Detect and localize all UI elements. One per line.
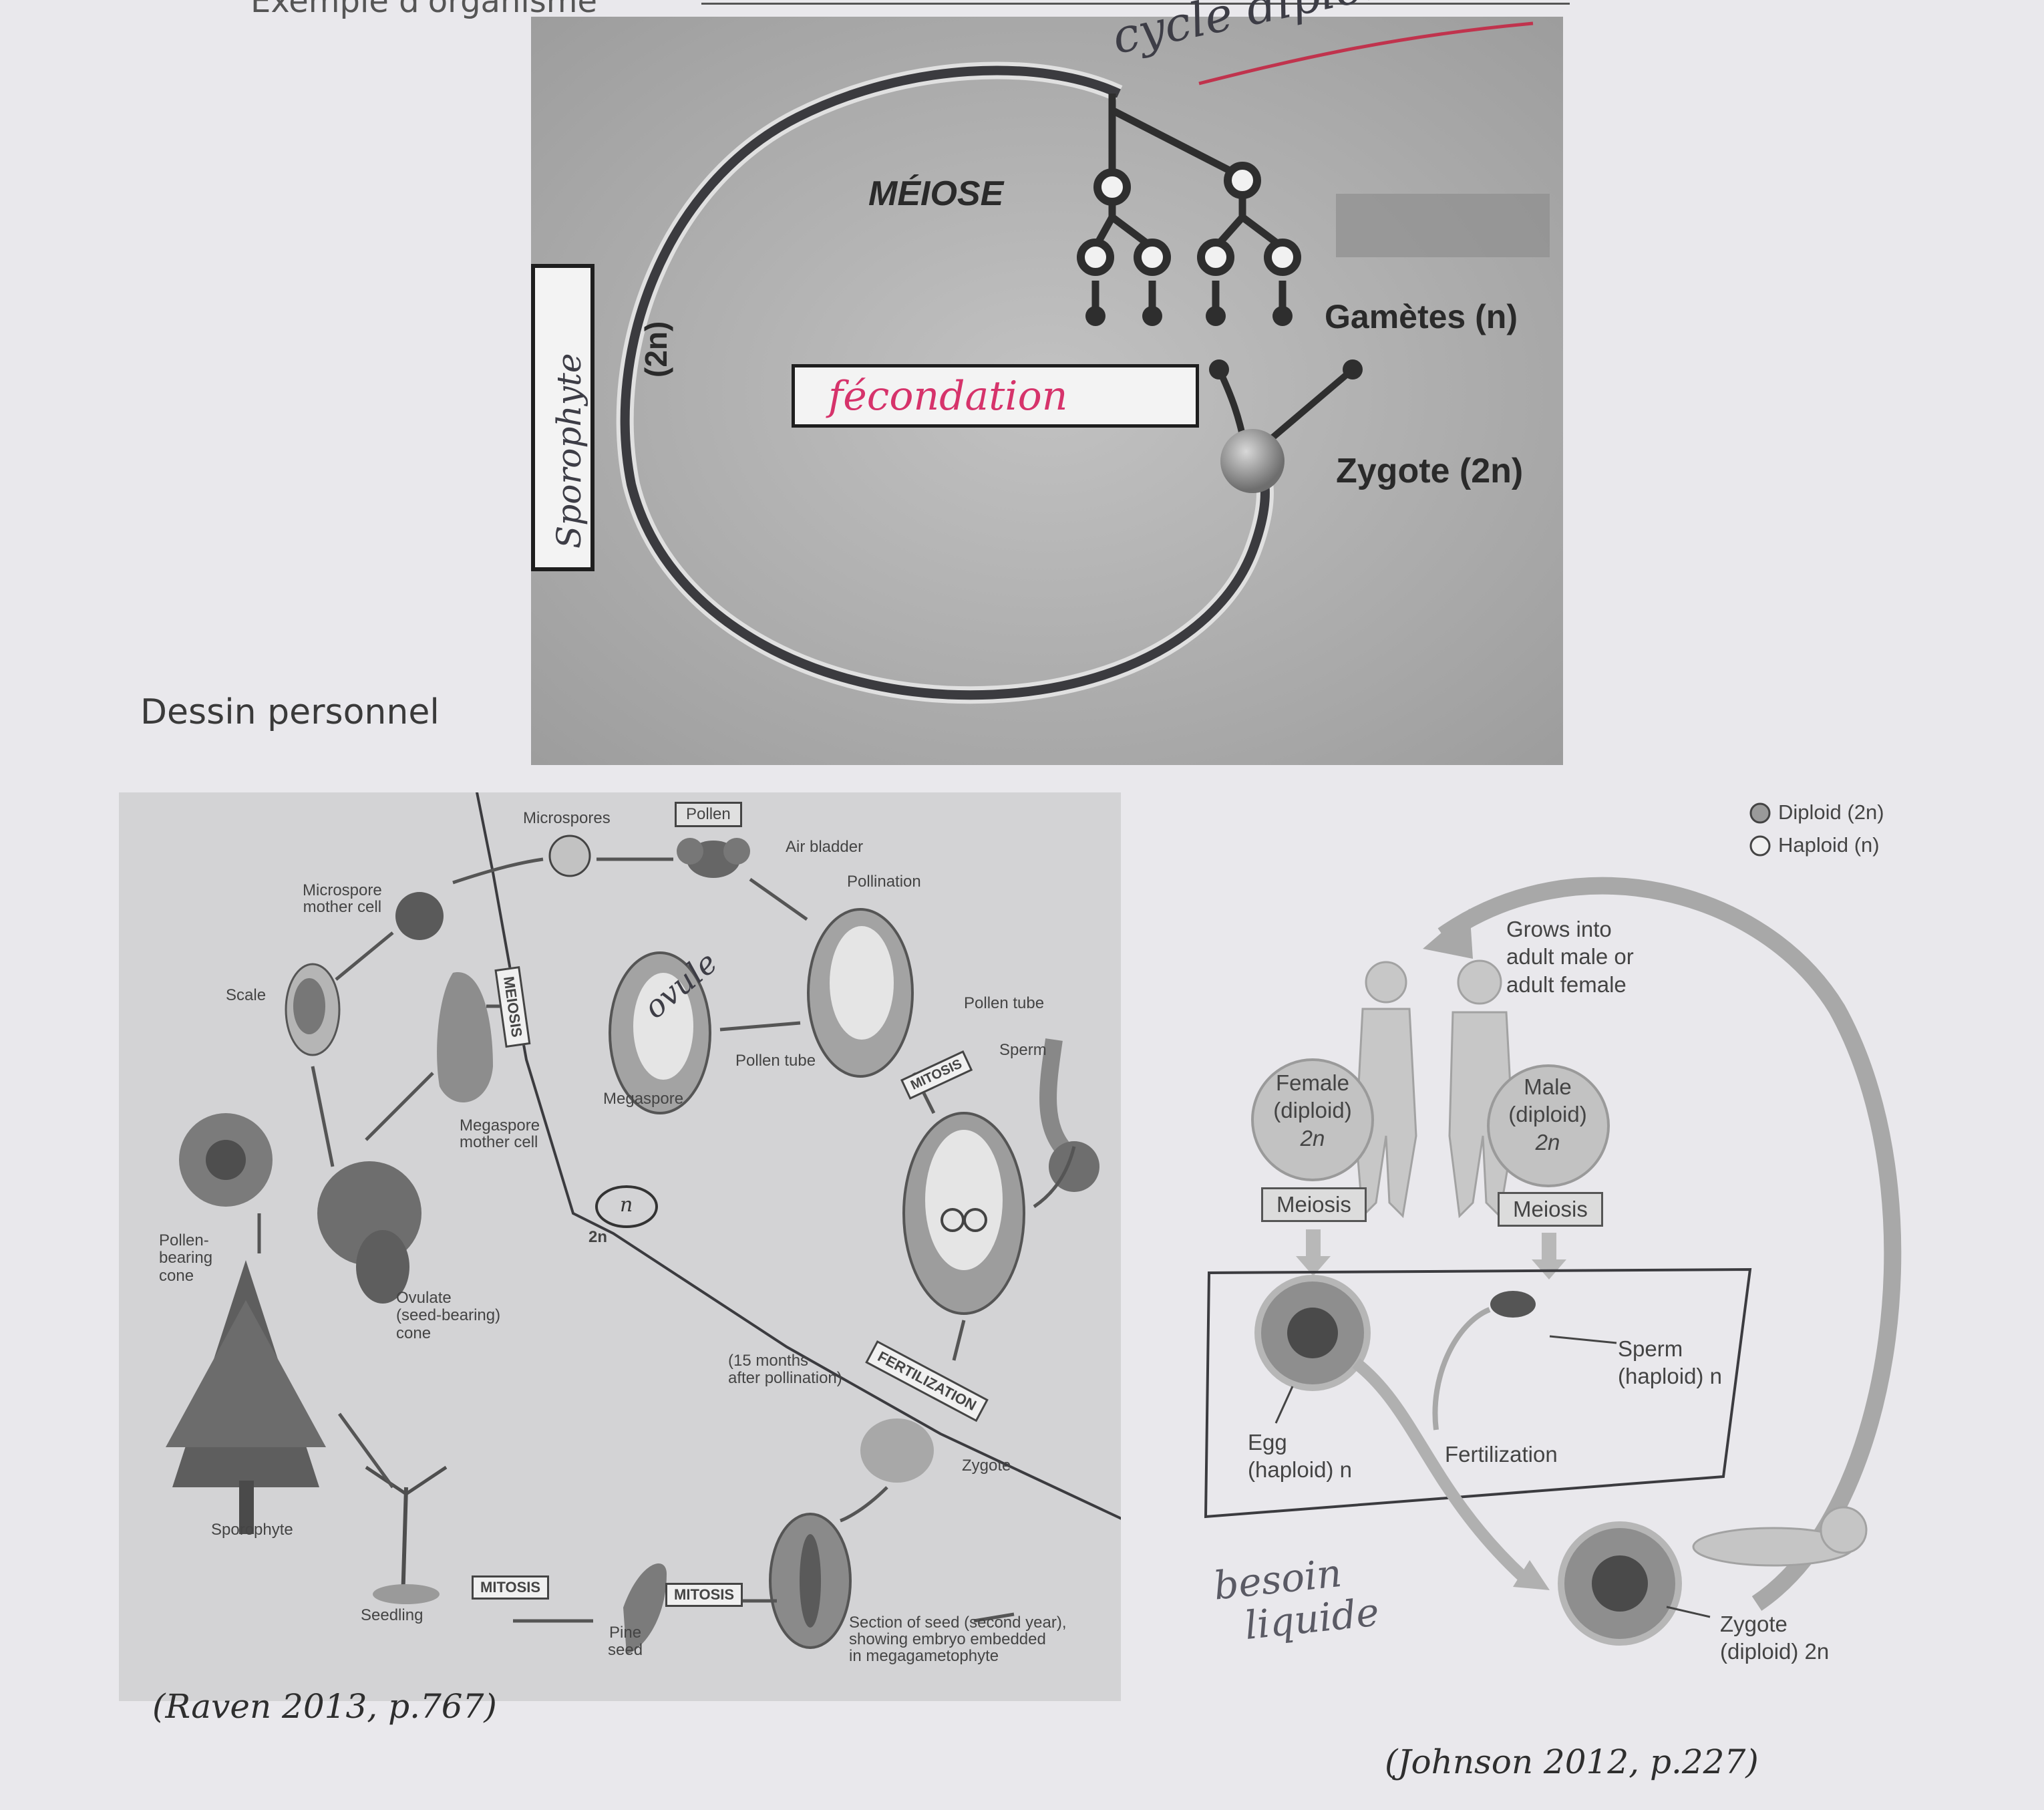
- label-2n: 2n: [588, 1228, 608, 1246]
- fecondation-handwritten: fécondation: [828, 373, 1068, 420]
- label-pine-seed: Pine seed: [608, 1624, 643, 1660]
- label-megaspore: Megaspore: [603, 1090, 684, 1108]
- label-scale: Scale: [226, 986, 267, 1004]
- label-meiosis-right: Meiosis: [1498, 1192, 1603, 1227]
- label-meiosis-left: Meiosis: [1261, 1187, 1367, 1222]
- label-egg: Egg (haploid) n: [1248, 1430, 1352, 1483]
- label-megaspore-mother-cell: Megaspore mother cell: [460, 1116, 540, 1152]
- label-pollen-tube-right: Pollen tube: [964, 994, 1045, 1012]
- label-ovulate-cone: Ovulate (seed-bearing) cone: [396, 1289, 501, 1342]
- label-air-bladder: Air bladder: [786, 838, 864, 856]
- label-gametes: Gamètes (n): [1325, 298, 1518, 335]
- label-female: Female (diploid) 2n: [1273, 1070, 1352, 1151]
- label-zygote-2n: Zygote (2n): [1336, 452, 1524, 490]
- label-grows-into: Grows into adult male or adult female: [1506, 917, 1634, 997]
- pine-cycle-figure: Microspores Pollen Air bladder Pollinati…: [119, 792, 1121, 1701]
- label-male: Male (diploid) 2n: [1508, 1074, 1587, 1155]
- label-pollination: Pollination: [847, 873, 921, 891]
- human-cycle-drawing: [1204, 802, 1902, 1646]
- human-silhouettes: [1355, 959, 1514, 1219]
- pine-cycle-drawing: [166, 792, 1121, 1654]
- pine-tree-illustration: [166, 1260, 326, 1534]
- legend-diploid: Diploid (2n): [1778, 800, 1884, 824]
- label-ploidy-2n: (2n): [639, 321, 673, 378]
- header-rule: [701, 3, 1570, 5]
- sporophyte-handwritten: Sporophyte: [550, 353, 588, 549]
- sporophyte-box: Sporophyte: [531, 264, 594, 571]
- fecondation-box: fécondation: [792, 364, 1199, 428]
- human-cycle-figure: Diploid (2n) Haploid (n) Grows into adul…: [1176, 788, 1924, 1724]
- label-sporophyte: Sporophyte: [211, 1521, 293, 1539]
- label-zygote: Zygote: [962, 1457, 1011, 1475]
- label-seedling: Seedling: [361, 1606, 423, 1624]
- caption-dessin-personnel: Dessin personnel: [140, 692, 440, 732]
- diploid-cycle-figure: cycle diploïde MÉIOSE Gamètes (n) Zygote…: [531, 0, 1563, 765]
- label-sperm: Sperm (haploid) n: [1618, 1336, 1722, 1389]
- label-sperm: Sperm: [999, 1041, 1047, 1059]
- zygote-circle: [1220, 429, 1285, 493]
- legend-haploid: Haploid (n): [1778, 833, 1880, 857]
- label-pollen-tube-left: Pollen tube: [735, 1052, 816, 1070]
- label-section-of-seed: Section of seed (second year), showing e…: [849, 1614, 1067, 1666]
- label-meiose: MÉIOSE: [868, 174, 1004, 213]
- handwritten-besoin-liquide: besoin liquide: [1211, 1549, 1381, 1648]
- citation-raven: (Raven 2013, p.767): [152, 1687, 497, 1726]
- label-mitosis-c: MITOSIS: [665, 1583, 743, 1607]
- label-zygote: Zygote (diploid) 2n: [1720, 1612, 1830, 1664]
- label-pollen: Pollen: [675, 802, 742, 827]
- label-pollen-bearing-cone: Pollen- bearing cone: [159, 1231, 213, 1285]
- citation-johnson: (Johnson 2012, p.227): [1385, 1743, 1759, 1781]
- label-microspores: Microspores: [523, 809, 611, 827]
- label-n: n: [620, 1193, 633, 1217]
- label-mitosis-b: MITOSIS: [472, 1575, 550, 1600]
- label-microspore-mother-cell: Microspore mother cell: [303, 881, 382, 917]
- label-fifteen-months: (15 months after pollination): [728, 1352, 842, 1388]
- label-fertilization: Fertilization: [1445, 1442, 1558, 1467]
